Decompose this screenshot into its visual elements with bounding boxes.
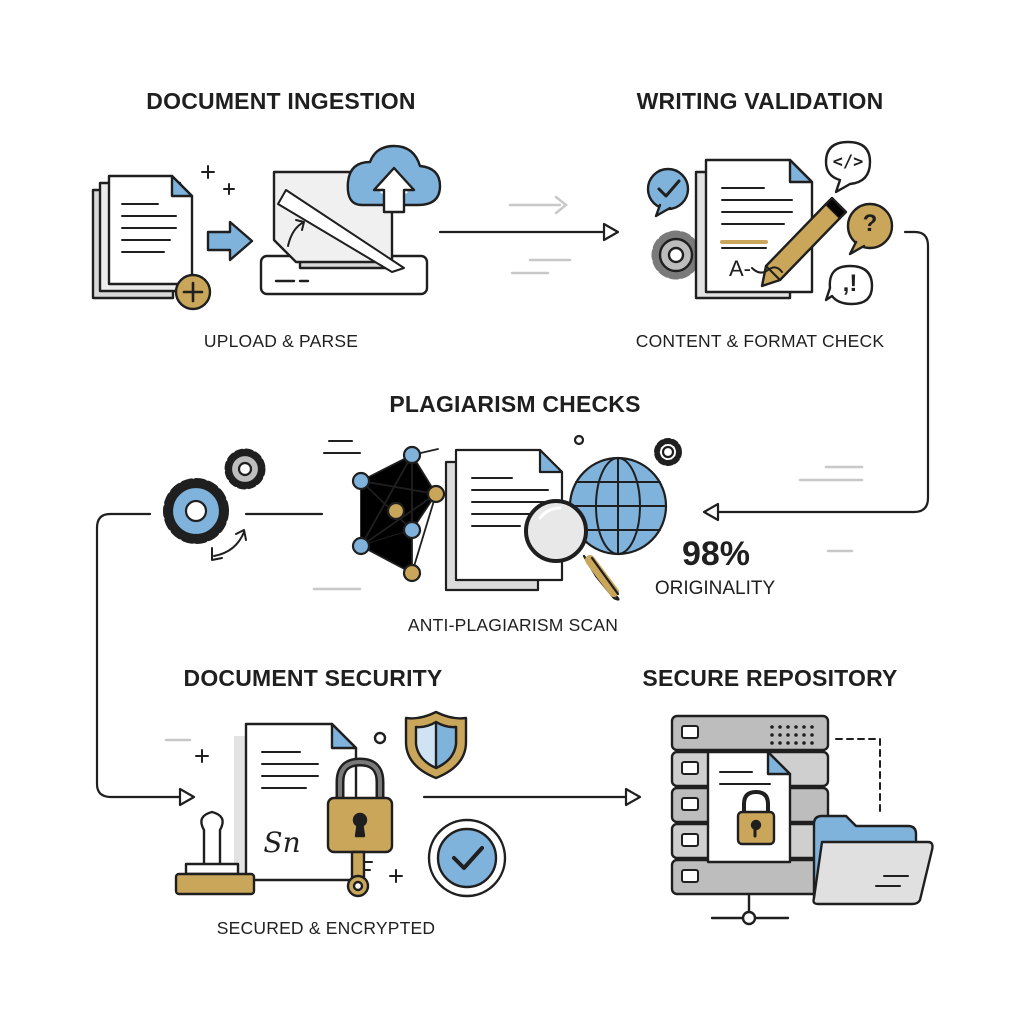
- folder-icon: [812, 814, 934, 906]
- repository-illustration: [670, 714, 934, 926]
- padlock-icon: [326, 757, 394, 854]
- stamp-icon: [174, 810, 256, 896]
- security-title: DOCUMENT SECURITY: [183, 665, 443, 691]
- verified-check-icon: [427, 818, 507, 898]
- check-bubble-icon: [646, 167, 690, 211]
- exclaim-bubble-icon: [824, 264, 874, 306]
- magnifier-icon: [524, 499, 620, 601]
- settings-gear-icon: [651, 230, 701, 280]
- repository-lock-icon: [736, 790, 776, 846]
- exclaim-bubble-glyph: ,!: [842, 270, 858, 297]
- network-nodes-icon: [351, 445, 446, 583]
- gears-icon: [163, 448, 266, 561]
- validation-illustration: [646, 140, 894, 306]
- question-bubble-glyph: ?: [862, 210, 878, 237]
- globe-icon: [568, 456, 668, 556]
- plagiarism-caption: ANTI-PLAGIARISM SCAN: [407, 615, 619, 635]
- ingestion-caption: UPLOAD & PARSE: [203, 331, 359, 351]
- originality-label: ORIGINALITY: [654, 578, 776, 599]
- code-bubble-glyph: </>: [832, 152, 864, 172]
- arrow-validation-to-plagiarism: [716, 230, 930, 514]
- validation-caption: CONTENT & FORMAT CHECK: [635, 331, 885, 351]
- motion-streaks: [164, 195, 864, 742]
- validation-title: WRITING VALIDATION: [636, 88, 884, 114]
- plagiarism-title: PLAGIARISM CHECKS: [389, 391, 641, 417]
- ingestion-title: DOCUMENT INGESTION: [146, 88, 416, 114]
- ingestion-illustration: [91, 144, 442, 311]
- shield-icon: [404, 710, 468, 780]
- key-icon: [346, 850, 373, 898]
- pencil-icon: [760, 202, 842, 288]
- flow-connectors: [95, 222, 930, 807]
- plagiarism-illustration: [163, 434, 682, 601]
- signature-glyph: Sn: [263, 826, 301, 859]
- security-caption: SECURED & ENCRYPTED: [216, 918, 436, 938]
- security-illustration: [174, 710, 507, 898]
- ingest-arrow-icon: [206, 220, 254, 262]
- question-bubble-icon: [846, 202, 894, 250]
- repository-title: SECURE REPOSITORY: [642, 665, 898, 691]
- ocr-text-glyph: A-: [729, 256, 751, 281]
- originality-score: 98%: [681, 535, 751, 573]
- code-bubble-icon: [824, 140, 872, 194]
